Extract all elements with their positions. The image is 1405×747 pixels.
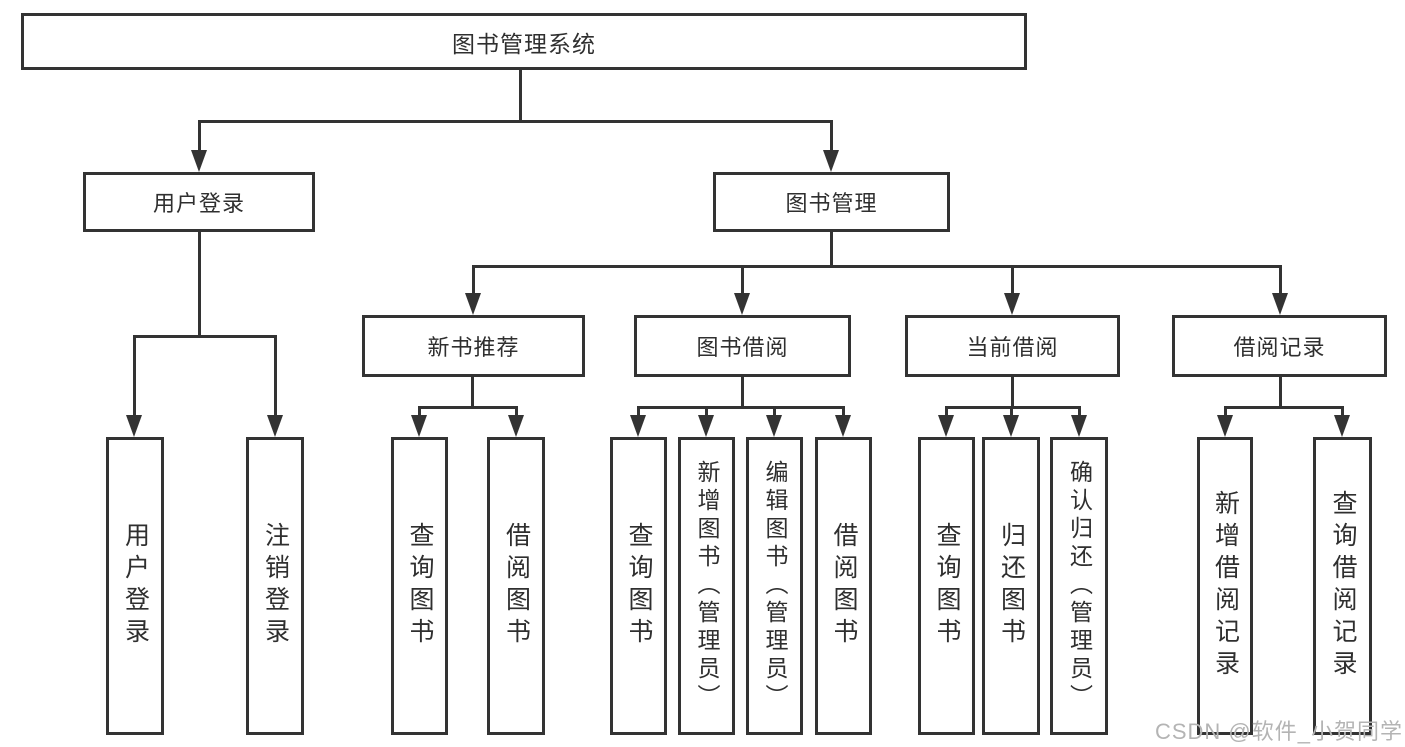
node-new-book-recommend-label: 新书推荐 [427, 335, 520, 360]
arrowhead-book-borrow-icon [734, 293, 750, 315]
leaf-bb-add-books-admin-label: 新增图书（管理员） [694, 460, 720, 712]
connector-arrow-shaft-borrow-record [1279, 265, 1282, 294]
leaf-logout: 注销登录 [246, 437, 304, 735]
connector-root-trunk [519, 70, 522, 120]
connector-user-login-split [133, 335, 277, 338]
connector-new-book-stub [471, 377, 474, 406]
arrowhead-cb-confirm-icon [1071, 415, 1087, 437]
connector-arrow-shaft-br-query [1341, 406, 1344, 416]
connector-level2-split [198, 120, 833, 123]
connector-arrow-shaft-book-borrow [741, 265, 744, 294]
connector-arrow-shaft-cb-return [1010, 406, 1013, 416]
connector-arrow-shaft-leaf-login [133, 335, 136, 416]
connector-arrow-shaft-bb-query [637, 406, 640, 416]
node-book-borrowing-label: 图书借阅 [696, 335, 789, 360]
arrowhead-book-mgmt-icon [823, 150, 839, 172]
arrowhead-leaf-login-icon [126, 415, 142, 437]
connector-arrow-shaft-bb-borrow [842, 406, 845, 416]
leaf-user-login-label: 用户登录 [121, 522, 150, 650]
node-borrowing-records: 借阅记录 [1172, 315, 1387, 377]
leaf-br-add-record: 新增借阅记录 [1197, 437, 1253, 735]
leaf-logout-label: 注销登录 [261, 522, 290, 650]
node-root-label: 图书管理系统 [452, 30, 596, 57]
arrowhead-borrow-record-icon [1272, 293, 1288, 315]
leaf-nb-borrow-books: 借阅图书 [487, 437, 545, 735]
connector-level3-split [472, 265, 1282, 268]
connector-arrow-shaft-nb-borrow [515, 406, 518, 416]
connector-borrow-record-stub [1279, 377, 1282, 406]
leaf-bb-add-books-admin: 新增图书（管理员） [678, 437, 735, 735]
leaf-br-query-record: 查询借阅记录 [1313, 437, 1372, 735]
connector-arrow-shaft-cb-query [945, 406, 948, 416]
arrowhead-cb-query-icon [938, 415, 954, 437]
node-book-borrowing: 图书借阅 [634, 315, 851, 377]
leaf-cb-confirm-return-admin-label: 确认归还（管理员） [1066, 460, 1093, 712]
connector-arrow-shaft-cb-confirm [1078, 406, 1081, 416]
leaf-cb-return-books-label: 归还图书 [997, 522, 1026, 650]
leaf-cb-return-books: 归还图书 [982, 437, 1040, 735]
arrowhead-cb-return-icon [1003, 415, 1019, 437]
arrowhead-new-book-icon [465, 293, 481, 315]
connector-user-login-stub [198, 232, 201, 335]
leaf-cb-confirm-return-admin: 确认归还（管理员） [1050, 437, 1108, 735]
connector-arrow-shaft-leaf-logout [274, 335, 277, 416]
leaf-cb-query-books: 查询图书 [918, 437, 975, 735]
connector-arrow-shaft-current-borrow [1011, 265, 1014, 294]
leaf-bb-query-books-label: 查询图书 [625, 522, 653, 650]
connector-arrow-shaft-user-login [198, 120, 201, 151]
leaf-nb-borrow-books-label: 借阅图书 [502, 522, 531, 650]
connector-arrow-shaft-book-mgmt [830, 120, 833, 151]
arrowhead-br-query-icon [1334, 415, 1350, 437]
connector-arrow-shaft-nb-query [418, 406, 421, 416]
leaf-br-add-record-label: 新增借阅记录 [1211, 490, 1240, 682]
arrowhead-current-borrow-icon [1004, 293, 1020, 315]
node-borrowing-records-label: 借阅记录 [1233, 335, 1326, 360]
connector-arrow-shaft-bb-edit [773, 406, 776, 416]
node-new-book-recommend: 新书推荐 [362, 315, 585, 377]
connector-borrow-record-split [1224, 406, 1344, 409]
arrowhead-bb-borrow-icon [835, 415, 851, 437]
connector-book-borrow-split [637, 406, 845, 409]
arrowhead-bb-add-icon [698, 415, 714, 437]
arrowhead-nb-borrow-icon [508, 415, 524, 437]
connector-book-mgmt-stub [830, 232, 833, 265]
connector-arrow-shaft-bb-add [705, 406, 708, 416]
leaf-bb-borrow-books: 借阅图书 [815, 437, 872, 735]
connector-current-borrow-stub [1011, 377, 1014, 406]
leaf-nb-query-books-label: 查询图书 [406, 522, 434, 650]
node-user-login-label: 用户登录 [152, 191, 245, 216]
arrowhead-bb-query-icon [630, 415, 646, 437]
leaf-br-query-record-label: 查询借阅记录 [1329, 490, 1357, 682]
connector-arrow-shaft-br-add [1224, 406, 1227, 416]
node-book-management: 图书管理 [713, 172, 950, 232]
leaf-bb-query-books: 查询图书 [610, 437, 667, 735]
leaf-nb-query-books: 查询图书 [391, 437, 448, 735]
connector-arrow-shaft-new-book [472, 265, 475, 294]
connector-new-book-split [418, 406, 518, 409]
leaf-cb-query-books-label: 查询图书 [933, 522, 961, 650]
leaf-bb-edit-books-admin-label: 编辑图书（管理员） [762, 460, 788, 712]
node-current-borrowing-label: 当前借阅 [966, 335, 1059, 360]
leaf-user-login: 用户登录 [106, 437, 164, 735]
node-user-login: 用户登录 [83, 172, 315, 232]
arrowhead-user-login-icon [191, 150, 207, 172]
arrowhead-br-add-icon [1217, 415, 1233, 437]
node-root-library-system: 图书管理系统 [21, 13, 1027, 70]
arrowhead-leaf-logout-icon [267, 415, 283, 437]
arrowhead-nb-query-icon [411, 415, 427, 437]
connector-current-borrow-split [945, 406, 1081, 409]
node-current-borrowing: 当前借阅 [905, 315, 1120, 377]
leaf-bb-borrow-books-label: 借阅图书 [830, 522, 858, 650]
leaf-bb-edit-books-admin: 编辑图书（管理员） [746, 437, 803, 735]
connector-book-borrow-stub [741, 377, 744, 406]
node-book-management-label: 图书管理 [785, 191, 878, 216]
csdn-watermark: CSDN @软件_小贺同学 [1154, 719, 1403, 744]
arrowhead-bb-edit-icon [766, 415, 782, 437]
